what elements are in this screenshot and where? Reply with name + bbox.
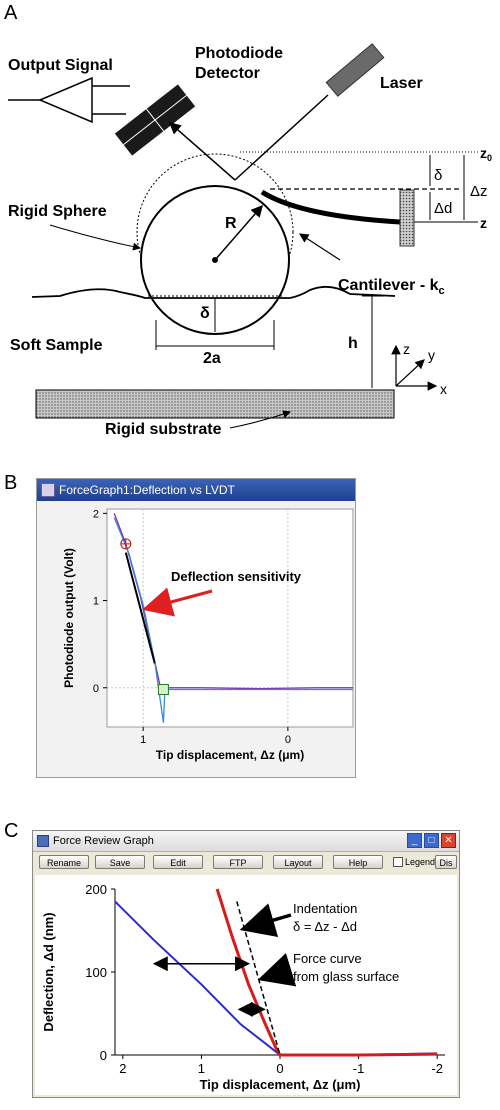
indentation-formula: δ = Δz - Δd [293,919,357,934]
save-button[interactable]: Save [95,855,145,869]
x-tick-label: 1 [198,1061,205,1076]
y-tick-label: 200 [85,882,107,897]
x-axis-label: Tip displacement, Δz (μm) [156,748,304,762]
dz-label: Δz [470,183,488,200]
series-line [124,552,156,664]
substrate-pointer [229,410,291,429]
contact-2a-label: 2a [203,350,221,367]
maximize-button[interactable]: □ [424,833,439,848]
soft-sample-label: Soft Sample [10,337,103,354]
graph-app-icon [41,483,55,497]
legend-label: Legend [405,857,436,867]
y-tick-label: 0 [100,1048,107,1063]
panel-label-a: A [4,2,18,24]
amplifier-triangle [38,76,93,124]
display-button[interactable]: Dis [435,855,457,869]
rigid-sphere-label: Rigid Sphere [8,203,107,220]
close-button[interactable]: ✕ [441,833,456,848]
graph-app-icon [37,835,49,847]
afm-schematic-diagram: Output Signal Photodiode Detector Laser … [8,43,492,438]
x-tick-label: 0 [285,734,291,746]
radius-line [214,204,263,261]
y-axis-label: Deflection, Δd (nm) [41,912,56,1031]
force-curve-label-1: Force curve [293,951,362,966]
axis-z-label: z [403,341,410,357]
output-signal-label: Output Signal [8,57,113,74]
delta-right-label: δ [434,167,442,184]
laser-device [325,43,385,97]
edit-button[interactable]: Edit [153,855,203,869]
ftp-button[interactable]: FTP [213,855,263,869]
cantilever-label: Cantilever - kc [338,277,445,297]
cursor-marker-square [157,684,169,696]
laser-beam-reflected [168,122,236,181]
rigid-sphere-pointer [49,224,141,251]
x-tick-label: -1 [353,1061,365,1076]
axis-x-label: x [440,381,447,397]
photodiode-label-2: Detector [195,65,260,82]
panel-label-c: C [4,820,19,842]
help-button[interactable]: Help [333,855,383,869]
panel-label-b: B [4,472,18,494]
x-tick-label: -2 [431,1061,443,1076]
window-c-titlebar[interactable]: Force Review Graph _ □ ✕ [33,831,459,852]
indent-delta-label: δ [200,305,210,322]
sensitivity-annotation: Deflection sensitivity [171,569,302,584]
cantilever-pointer [298,233,341,261]
photodiode-detector [114,84,196,156]
x-tick-label: 1 [140,734,146,746]
window-b-titlebar[interactable]: ForceGraph1:Deflection vs LVDT [37,479,355,501]
z0-label: z0 [480,145,492,163]
indentation-pointer [239,903,292,937]
series-line [215,888,438,1057]
sensitivity-arrow [142,587,213,617]
series-line [113,517,353,723]
y-tick-label: 1 [93,596,99,608]
minimize-button[interactable]: _ [407,833,422,848]
toolbar: Rename Save Edit FTP Layout Help Legend … [33,852,459,874]
x-tick-label: 0 [276,1061,283,1076]
axis-y-line [395,359,425,387]
force-review-window: Force Review Graph _ □ ✕ Rename Save Edi… [32,830,460,1098]
z-label: z [480,215,487,231]
radius-label: R [225,215,237,232]
photodiode-label-1: Photodiode [195,45,283,62]
x-axis-label: Tip displacement, Δz (μm) [200,1077,361,1092]
y-tick-label: 2 [93,508,99,520]
force-curve-pointer [257,953,297,987]
window-c-title: Force Review Graph [53,835,154,847]
y-tick-label: 0 [93,683,99,695]
x-tick-label: 2 [119,1061,126,1076]
laser-beam-incident [234,94,329,181]
cantilever-beam [260,189,401,225]
sphere-original-outline [136,153,294,311]
y-tick-label: 100 [85,965,107,980]
h-label: h [348,335,358,352]
rename-button[interactable]: Rename [39,855,89,869]
y-axis-label: Photodiode output (Volt) [62,548,76,688]
layout-button[interactable]: Layout [273,855,323,869]
legend-checkbox[interactable] [393,857,403,867]
window-b-title: ForceGraph1:Deflection vs LVDT [59,483,235,497]
axis-y-label: y [428,347,435,363]
sample-surface [31,285,396,299]
dd-label: Δd [434,200,452,217]
laser-label: Laser [380,75,423,92]
force-curve-label-2: from glass surface [293,969,399,984]
rigid-substrate [35,389,395,419]
substrate-label: Rigid substrate [105,421,222,438]
cantilever-base [399,189,415,247]
indentation-label: Indentation [293,901,357,916]
